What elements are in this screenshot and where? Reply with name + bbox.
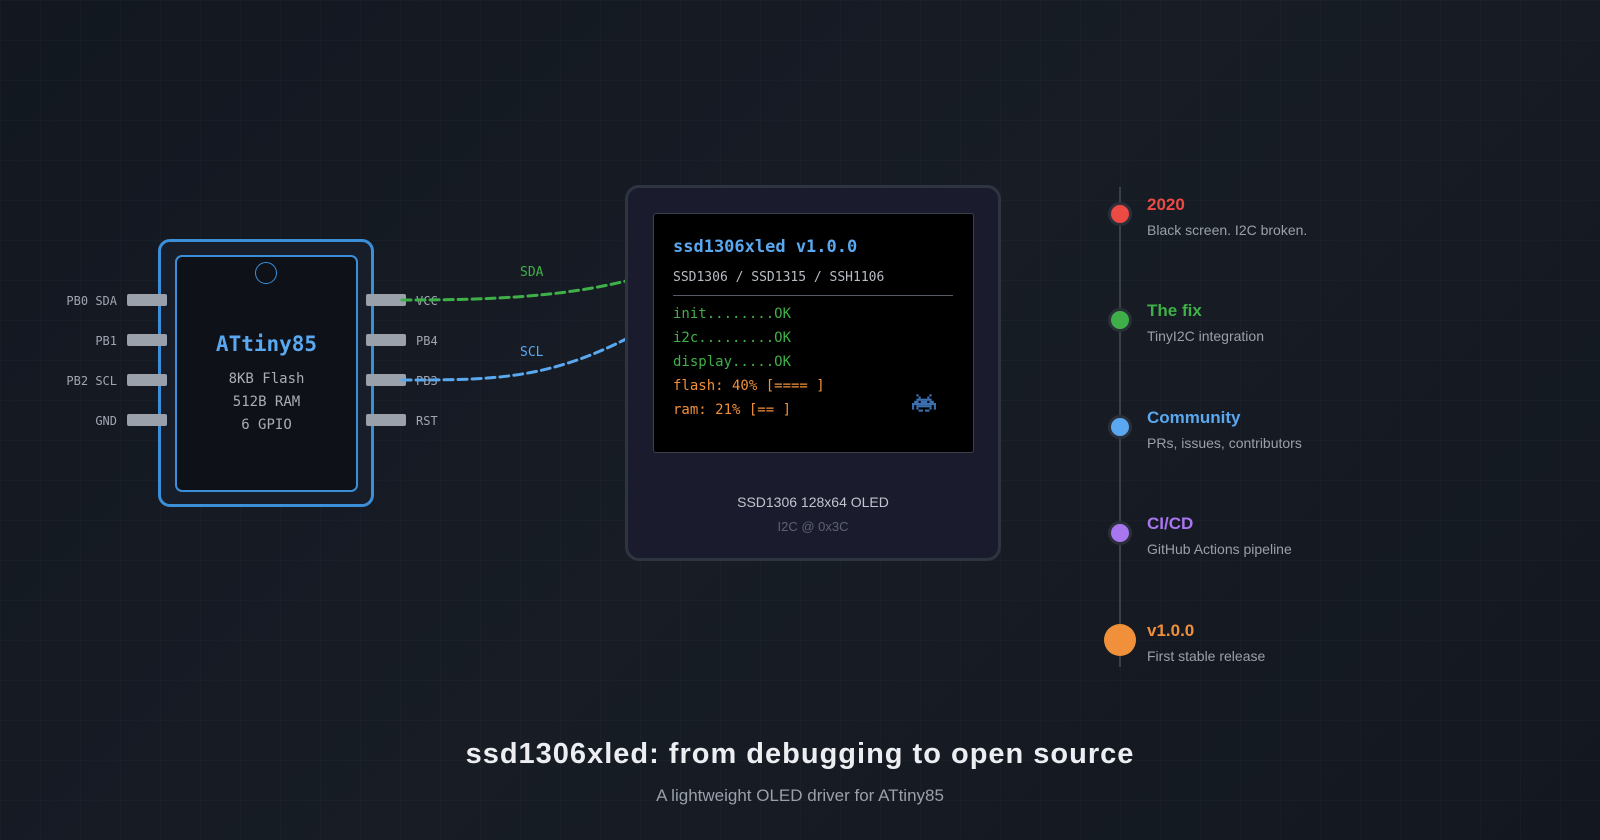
pin-label-pb4: PB4	[416, 334, 438, 348]
scl-label: SCL	[520, 345, 544, 360]
sda-label: SDA	[520, 265, 544, 280]
screen-line-display: display.....OK	[673, 354, 792, 370]
screen-line-flash: flash: 40% [==== ]	[673, 378, 825, 394]
screen-line-i2c: i2c.........OK	[673, 330, 792, 346]
chip-body	[175, 255, 358, 492]
timeline-desc-community: PRs, issues, contributors	[1147, 435, 1302, 451]
timeline-desc-cicd: GitHub Actions pipeline	[1147, 541, 1292, 557]
scl-wire	[400, 337, 628, 382]
chip-spec-ram: 512B RAM	[232, 394, 301, 410]
sda-wire	[400, 279, 628, 302]
pin-left-1	[127, 294, 167, 306]
pin-label-rst: RST	[416, 414, 438, 428]
pin-label-vcc: VCC	[416, 294, 438, 308]
timeline-dot-2020	[1108, 202, 1132, 226]
pin-right-3	[366, 374, 406, 386]
chip-notch	[255, 262, 277, 284]
pin-label-pb0-sda: PB0 SDA	[66, 294, 117, 308]
timeline-title-fix: The fix	[1147, 301, 1202, 320]
timeline-dot-fix	[1108, 308, 1132, 332]
timeline-desc-2020: Black screen. I2C broken.	[1147, 222, 1308, 238]
timeline-title-cicd: CI/CD	[1147, 514, 1194, 533]
timeline-dot-cicd	[1108, 521, 1132, 545]
pin-left-4	[127, 414, 167, 426]
pin-label-gnd: GND	[95, 414, 117, 428]
screen-line-init: init........OK	[673, 306, 792, 322]
screen-subtitle: SSD1306 / SSD1315 / SSH1106	[673, 270, 885, 285]
pin-label-pb1: PB1	[95, 334, 117, 348]
timeline-title-community: Community	[1147, 408, 1241, 427]
timeline-title-2020: 2020	[1147, 195, 1185, 214]
main-title: ssd1306xled: from debugging to open sour…	[465, 738, 1135, 770]
pin-label-pb3: PB3	[416, 374, 438, 388]
oled-screen	[653, 213, 974, 453]
oled-subcaption: I2C @ 0x3C	[777, 519, 849, 534]
pin-label-pb2-scl: PB2 SCL	[66, 374, 117, 388]
chip-spec-gpio: 6 GPIO	[241, 417, 292, 433]
space-invader-icon	[912, 394, 936, 412]
pin-right-2	[366, 334, 406, 346]
timeline-desc-fix: TinyI2C integration	[1147, 328, 1264, 344]
timeline-dot-v1	[1104, 624, 1136, 656]
screen-line-ram: ram: 21% [== ]	[673, 402, 792, 418]
screen-divider	[673, 295, 953, 296]
oled-caption: SSD1306 128x64 OLED	[737, 494, 889, 510]
chip-name: ATtiny85	[215, 332, 318, 356]
timeline-title-v1: v1.0.0	[1147, 621, 1195, 640]
main-subtitle: A lightweight OLED driver for ATtiny85	[656, 786, 944, 805]
pin-left-3	[127, 374, 167, 386]
timeline-dot-community	[1108, 415, 1132, 439]
chip-spec-flash: 8KB Flash	[228, 371, 305, 387]
pin-right-1	[366, 294, 406, 306]
screen-title: ssd1306xled v1.0.0	[673, 237, 858, 257]
pin-right-4	[366, 414, 406, 426]
timeline-desc-v1: First stable release	[1147, 648, 1266, 664]
pin-left-2	[127, 334, 167, 346]
